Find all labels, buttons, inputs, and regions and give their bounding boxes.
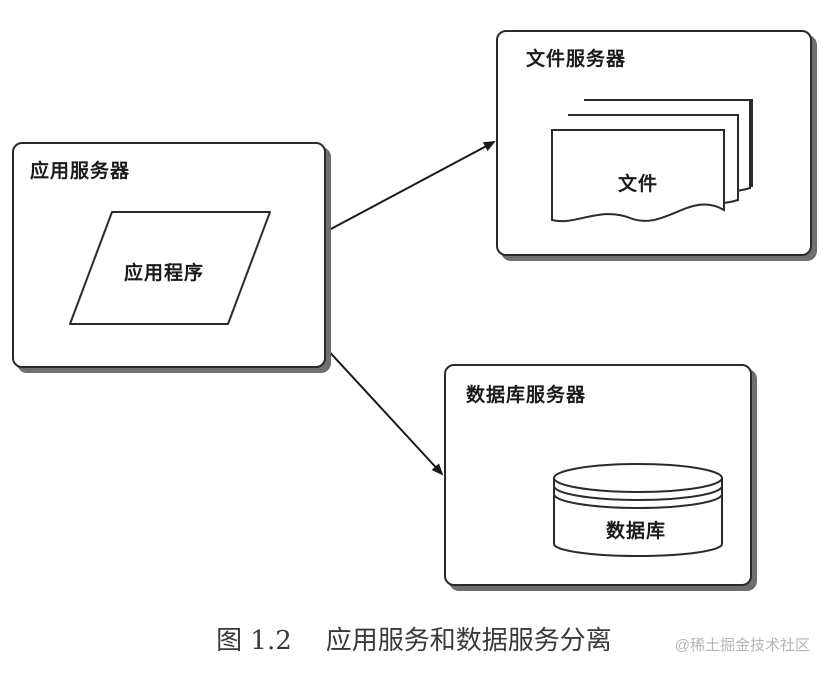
app-server-title: 应用服务器 <box>30 160 131 182</box>
app-program-label: 应用程序 <box>124 262 205 284</box>
figure-number: 图 1.2 <box>216 626 292 656</box>
file-label: 文件 <box>618 173 659 195</box>
watermark-text: @稀土掘金技术社区 <box>674 637 810 654</box>
file-server-title: 文件服务器 <box>526 48 627 70</box>
db-server-title: 数据库服务器 <box>466 384 587 406</box>
file-icon <box>551 129 725 223</box>
figure-caption: 图 1.2 应用服务和数据服务分离 <box>0 620 828 657</box>
db-label: 数据库 <box>606 520 667 542</box>
figure-caption-text: 应用服务和数据服务分离 <box>325 626 612 656</box>
